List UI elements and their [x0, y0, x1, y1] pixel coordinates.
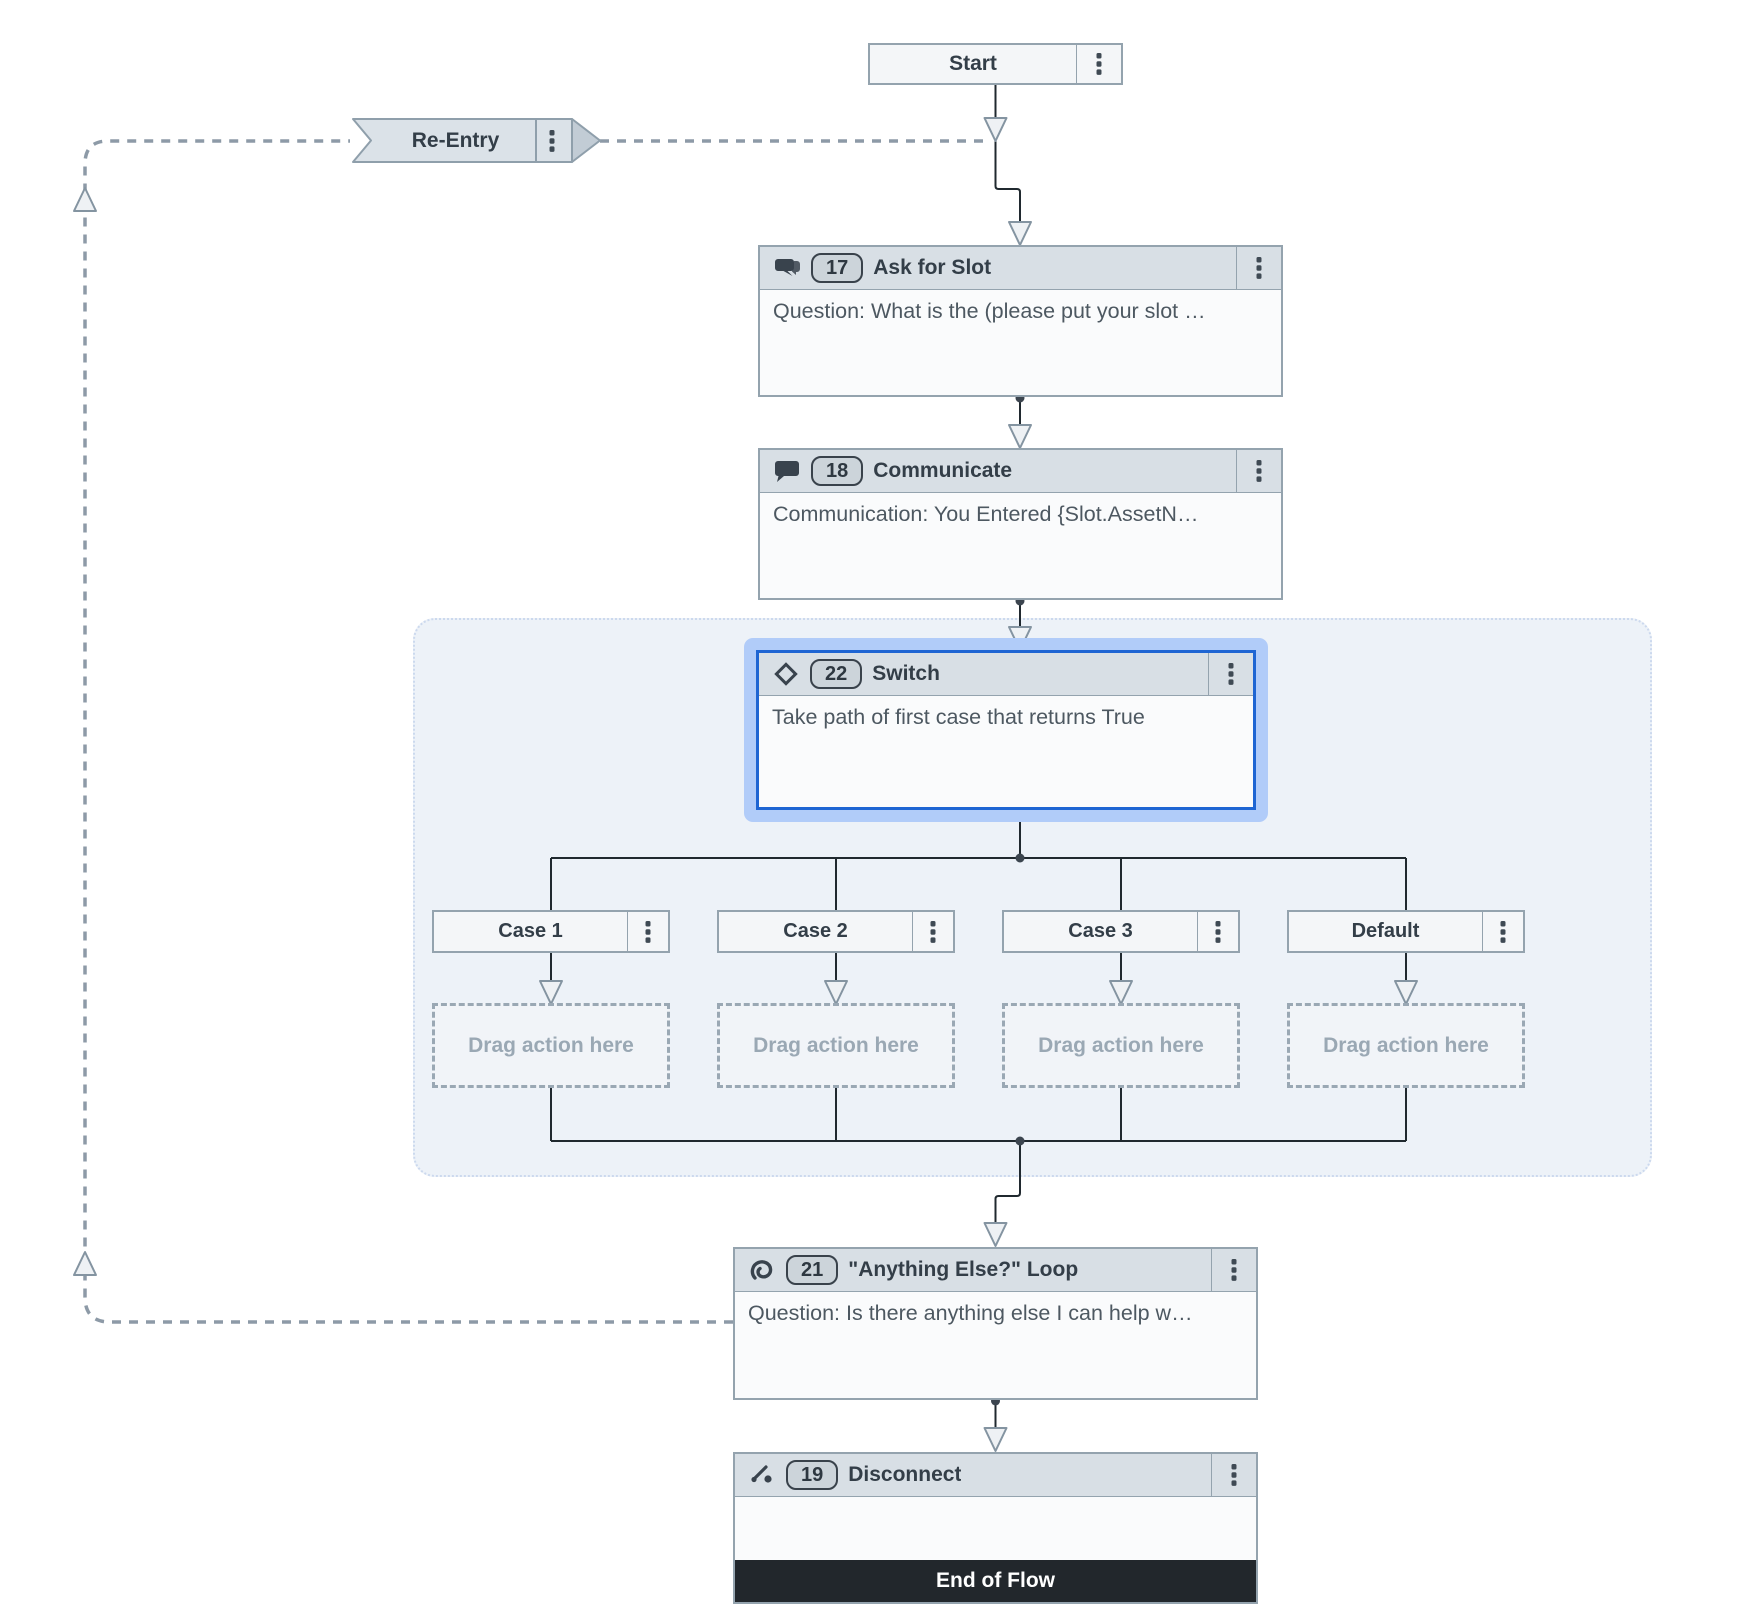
case-1-header[interactable]: Case 1 — [432, 910, 670, 953]
node-id-badge: 19 — [786, 1460, 839, 1490]
kebab-menu-icon — [1256, 257, 1262, 279]
arrowhead-into-dropzone-1 — [539, 980, 563, 1005]
switch-header: 22 Switch — [759, 653, 1253, 696]
node-communicate[interactable]: 18 Communicate Communication: You Entere… — [758, 448, 1283, 600]
node-title: "Anything Else?" Loop — [848, 1258, 1079, 1281]
end-of-flow-bar: End of Flow — [735, 1560, 1256, 1602]
disconnect-body — [735, 1497, 1256, 1560]
node-title: Communicate — [873, 459, 1013, 482]
dashed-connectors — [83, 139, 983, 1324]
dropzone-label: Drag action here — [1038, 1033, 1204, 1057]
loop-header: 21 "Anything Else?" Loop — [735, 1249, 1256, 1292]
chat-bubbles-icon — [772, 254, 802, 282]
ask-for-slot-menu-button[interactable] — [1236, 247, 1281, 289]
diamond-icon — [771, 660, 801, 688]
kebab-menu-icon — [930, 920, 936, 943]
kebab-menu-icon — [1228, 663, 1234, 685]
node-ask-for-slot[interactable]: 17 Ask for Slot Question: What is the (p… — [758, 245, 1283, 397]
disconnect-menu-button[interactable] — [1211, 1454, 1256, 1496]
dropzone-label: Drag action here — [1323, 1033, 1489, 1057]
case-3-header[interactable]: Case 3 — [1002, 910, 1240, 953]
kebab-menu-icon — [645, 920, 651, 943]
case-3-dropzone[interactable]: Drag action here — [1002, 1003, 1240, 1088]
node-id-badge: 21 — [786, 1255, 839, 1285]
case-2-menu-button[interactable] — [912, 912, 953, 951]
ask-for-slot-header: 17 Ask for Slot — [760, 247, 1281, 290]
node-reentry[interactable]: Re-Entry — [353, 119, 572, 162]
case-3-label: Case 3 — [1068, 920, 1133, 942]
speech-bubble-icon — [772, 457, 802, 485]
node-id-badge: 22 — [810, 659, 863, 689]
arrowhead-into-dropzone-3 — [1109, 980, 1133, 1005]
branch-drop-lines — [550, 858, 1407, 910]
dropzone-out-lines — [550, 1088, 1407, 1141]
kebab-menu-icon — [1500, 920, 1506, 943]
reentry-shape — [352, 118, 601, 163]
case-out-lines — [550, 953, 1407, 982]
case-3-menu-button[interactable] — [1197, 912, 1238, 951]
kebab-menu-icon — [549, 129, 555, 152]
arrowhead-into-dropzone-4 — [1394, 980, 1418, 1005]
kebab-menu-icon — [1231, 1259, 1237, 1281]
dropzone-label: Drag action here — [468, 1033, 634, 1057]
kebab-menu-icon — [1215, 920, 1221, 943]
ask-for-slot-body: Question: What is the (please put your s… — [773, 299, 1206, 323]
kebab-menu-icon — [1231, 1464, 1237, 1486]
node-start[interactable]: Start — [868, 43, 1123, 85]
wire-loop-return — [83, 139, 733, 1324]
loop-icon — [747, 1256, 777, 1284]
arrowhead-into-dropzone-2 — [824, 980, 848, 1005]
arrowhead-below-start — [983, 117, 1008, 142]
loop-body: Question: Is there anything else I can h… — [748, 1301, 1193, 1325]
loop-menu-button[interactable] — [1211, 1249, 1256, 1291]
disconnect-header: 19 Disconnect — [735, 1454, 1256, 1497]
node-anything-else-loop[interactable]: 21 "Anything Else?" Loop Question: Is th… — [733, 1247, 1258, 1400]
case-default-label: Default — [1351, 920, 1420, 942]
case-1-dropzone[interactable]: Drag action here — [432, 1003, 670, 1088]
communicate-header: 18 Communicate — [760, 450, 1281, 493]
arrowheads — [73, 117, 1418, 1452]
case-1-menu-button[interactable] — [627, 912, 668, 951]
end-of-flow-label: End of Flow — [936, 1569, 1055, 1592]
arrowhead-return-upper — [73, 187, 97, 212]
node-title: Switch — [872, 662, 940, 685]
node-disconnect[interactable]: 19 Disconnect End of Flow — [733, 1452, 1258, 1604]
reentry-tip — [571, 118, 601, 163]
arrowhead-into-loop — [983, 1222, 1008, 1247]
wire-to-loop — [994, 1141, 1021, 1224]
node-switch[interactable]: 22 Switch Take path of first case that r… — [756, 650, 1256, 810]
case-2-header[interactable]: Case 2 — [717, 910, 955, 953]
arrowhead-into-communicate — [1008, 424, 1032, 449]
switch-menu-button[interactable] — [1208, 653, 1253, 695]
node-title: Ask for Slot — [873, 256, 992, 279]
arrowhead-return-lower — [73, 1251, 97, 1276]
node-id-badge: 17 — [811, 253, 864, 283]
kebab-menu-icon — [1096, 53, 1102, 75]
case-default-menu-button[interactable] — [1482, 912, 1523, 951]
switch-body: Take path of first case that returns Tru… — [772, 705, 1145, 729]
case-default-header[interactable]: Default — [1287, 910, 1525, 953]
start-menu-button[interactable] — [1076, 45, 1121, 83]
dropzone-label: Drag action here — [753, 1033, 919, 1057]
communicate-menu-button[interactable] — [1236, 450, 1281, 492]
case-default-dropzone[interactable]: Drag action here — [1287, 1003, 1525, 1088]
node-id-badge: 18 — [811, 456, 864, 486]
arrowhead-into-ask — [1008, 221, 1032, 246]
reentry-label: Re-Entry — [411, 128, 500, 152]
case-2-dropzone[interactable]: Drag action here — [717, 1003, 955, 1088]
phone-disconnect-icon — [747, 1461, 777, 1489]
solid-connectors — [550, 85, 1407, 1429]
communicate-body: Communication: You Entered {Slot.AssetN… — [773, 502, 1199, 526]
case-2-label: Case 2 — [783, 920, 848, 942]
start-label: Start — [949, 52, 997, 75]
case-1-label: Case 1 — [498, 920, 563, 942]
node-title: Disconnect — [848, 1463, 962, 1486]
wire-to-ask-for-slot — [994, 141, 1021, 223]
kebab-menu-icon — [1256, 460, 1262, 482]
arrowhead-into-disconnect — [983, 1427, 1008, 1452]
reentry-menu-button[interactable] — [532, 119, 572, 162]
